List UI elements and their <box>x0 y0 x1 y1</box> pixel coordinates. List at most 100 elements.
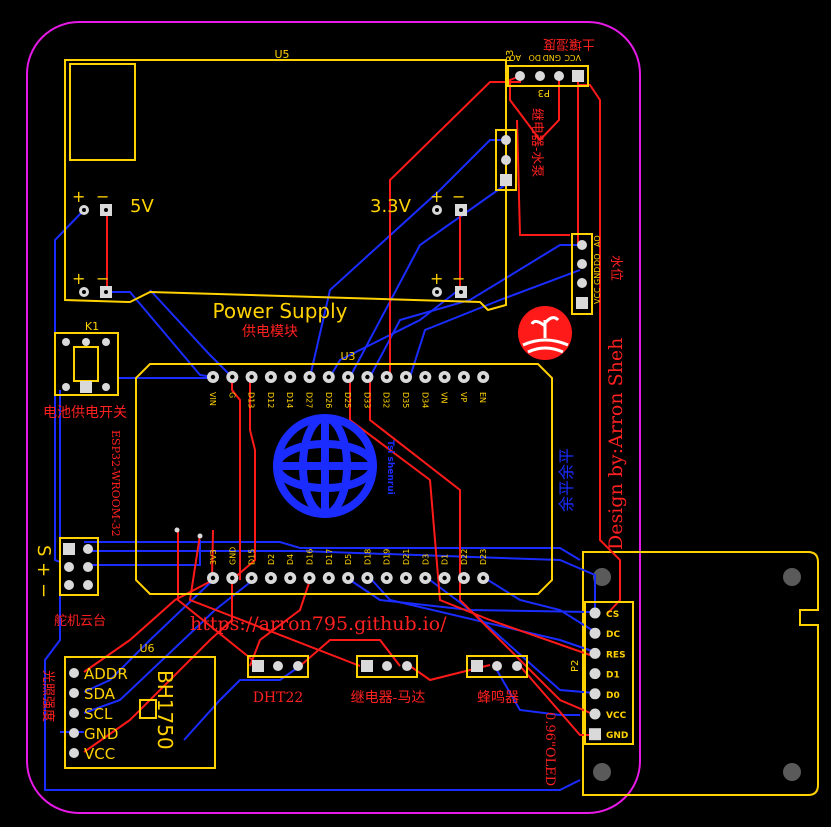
u3-bottom-pin-label: D4 <box>286 554 295 565</box>
u3-bottom-pin-label: D23 <box>479 549 488 565</box>
minus-sign: − <box>96 269 109 288</box>
k1-switch-body <box>73 346 99 382</box>
p3-outline <box>507 65 589 87</box>
buzzer-pads <box>471 660 522 672</box>
plus-sign: + <box>72 269 85 288</box>
water-level-outline <box>571 233 593 315</box>
u3-top-pad-hole <box>423 374 428 380</box>
oled-mount-hole <box>593 568 611 586</box>
relay-motor-pads <box>361 660 412 672</box>
u3-bottom-pin-label: D5 <box>344 554 353 565</box>
u3-bottom-pin-label: D3 <box>421 554 430 565</box>
buzzer-outline <box>466 655 528 678</box>
water-level-pin-label: AO <box>593 235 602 247</box>
servo-label: 舵机云台 <box>54 614 106 629</box>
k1-pads <box>62 338 110 393</box>
oled-outline <box>582 551 819 796</box>
p2-pin-label: D1 <box>606 671 620 681</box>
u6-sensor-window <box>139 699 157 719</box>
water-level-pin-label: GND <box>593 267 602 285</box>
u3-top-pin-label: VIN <box>208 392 217 406</box>
u3-bottom-pin-label: D21 <box>402 549 411 565</box>
water-level-pin-label: DO <box>593 254 602 266</box>
relay-motor-label: 继电器-马达 <box>351 690 426 706</box>
k1-ref: K1 <box>85 320 99 333</box>
u3-top-pad-hole <box>403 374 409 380</box>
u6-pad <box>69 668 79 678</box>
p2-pin-label: GND <box>606 731 628 741</box>
u3-top-pin-label: D26 <box>324 392 333 408</box>
u6-pad <box>69 688 79 698</box>
minus-sign: − <box>452 269 465 288</box>
u3-bottom-pad-hole <box>249 575 254 581</box>
via <box>197 533 203 539</box>
u3-top-pad-hole <box>210 374 216 380</box>
dht22-outline <box>247 655 309 678</box>
p2-pad <box>589 647 601 659</box>
p3-label: 土壤湿度 <box>543 36 595 52</box>
u3-bottom-pad-hole <box>403 575 409 581</box>
u6-pin-label: GND <box>84 725 118 743</box>
water-level-label: 水位 <box>608 255 623 281</box>
p3-pads <box>515 70 584 82</box>
u3-bottom-pad-hole <box>230 575 235 581</box>
k1-outline <box>54 332 119 396</box>
u3-bottom-pad-hole <box>345 575 351 581</box>
u3-bottom-pad-hole <box>210 575 216 581</box>
water-level-pads <box>576 240 588 309</box>
u6-ref: U6 <box>139 642 154 655</box>
u3-bottom-pin-label: D19 <box>383 549 392 565</box>
minus-sign: − <box>96 187 109 206</box>
rail-3v3-label: 3.3V <box>370 196 412 217</box>
relay-pump-label: 继电器-水泵 <box>529 108 544 177</box>
p2-pad <box>589 627 601 639</box>
k1-label: 电池供电开关 <box>43 405 127 421</box>
relay-pump-outline <box>495 129 517 191</box>
red-brand-icon <box>518 306 572 360</box>
dht22-label: DHT22 <box>253 690 304 706</box>
u6-pad <box>69 708 79 718</box>
dht22-pads <box>252 660 303 672</box>
u3-top-pin-label: D34 <box>420 392 429 408</box>
u3-bottom-pin-label: GND <box>228 547 237 565</box>
u6-pin-label: SCL <box>84 705 113 723</box>
p3-ref: P3 <box>505 50 516 62</box>
u3-bottom-pad-hole <box>326 575 331 581</box>
p2-pad <box>589 668 601 680</box>
u6-pin-label: SDA <box>84 685 116 703</box>
u3-bottom-pad-hole <box>442 575 447 581</box>
u3-bottom-pin-label: D2 <box>267 554 276 565</box>
u3-bottom-pin-label: 3V3 <box>209 549 218 565</box>
u3-top-pad-hole <box>384 374 389 380</box>
u6-pin-label: VCC <box>84 745 115 763</box>
p2-pad <box>589 607 601 619</box>
u3-bottom-pad-hole <box>423 575 428 581</box>
u6-pin-label: ADDR <box>84 665 128 683</box>
u3-top-pad-hole <box>307 374 312 380</box>
u3-top-pad-hole <box>365 374 370 380</box>
u3-top-pad-hole <box>442 374 447 380</box>
oled-mount-hole <box>783 763 801 781</box>
u3-top-pin-label: D35 <box>401 392 410 408</box>
u3-top-pad-hole <box>326 374 331 380</box>
u3-ref: U3 <box>340 350 355 363</box>
u3-top-pad-hole <box>345 374 351 380</box>
u3-bottom-pin-label: D16 <box>306 549 315 565</box>
p2-pad <box>589 688 601 700</box>
u6-chip-label: BH1750 <box>153 670 177 750</box>
p3-pin-label: DO <box>529 53 541 62</box>
u3-top-pin-label: D13 <box>247 392 256 408</box>
p3-pin-label: GND <box>543 53 561 62</box>
u3-top-pin-label: VP <box>459 392 468 402</box>
board-outline <box>26 21 641 814</box>
p2-pin-label: D0 <box>606 691 620 701</box>
p2-pad <box>589 708 601 720</box>
plus-sign: + <box>72 187 85 206</box>
minus-sign: − <box>452 187 465 206</box>
p2-ref: P2 <box>570 660 581 672</box>
